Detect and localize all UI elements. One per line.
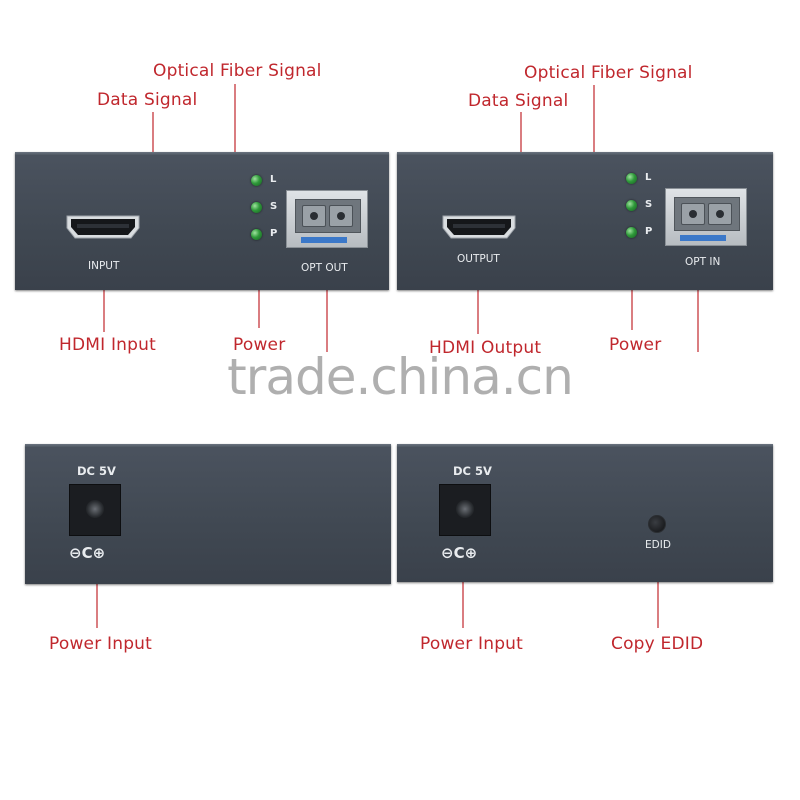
opt-in-label: OPT IN xyxy=(685,256,721,268)
edid-label: EDID xyxy=(645,539,671,551)
led-s-label: S xyxy=(270,201,278,212)
callout-hdmi-input: HDMI Input xyxy=(59,335,156,355)
callout-power-right: Power xyxy=(609,335,662,355)
led-l-label: L xyxy=(270,174,277,185)
sfp-cage xyxy=(674,197,740,231)
fiber-port-right xyxy=(329,205,353,227)
callout-data-signal-left: Data Signal xyxy=(97,90,198,110)
led-s-label: S xyxy=(645,199,653,210)
hdmi-input-port xyxy=(66,215,140,239)
sfp-opt-in-port xyxy=(665,188,747,246)
dc-5v-label: DC 5V xyxy=(77,464,116,478)
sfp-opt-out-port xyxy=(286,190,368,248)
led-s xyxy=(626,200,637,211)
callout-optical-fiber-signal-right: Optical Fiber Signal xyxy=(524,63,693,83)
callout-power-left: Power xyxy=(233,335,286,355)
sfp-blue-tab xyxy=(680,235,726,241)
polarity-symbol: ⊖C⊕ xyxy=(441,544,478,562)
panel-top-edge xyxy=(397,152,773,156)
led-p xyxy=(626,227,637,238)
receiver-back-panel: DC 5V ⊖C⊕ EDID xyxy=(397,444,773,582)
callout-data-signal-right: Data Signal xyxy=(468,91,569,111)
led-p xyxy=(251,229,262,240)
receiver-front-panel: OUTPUT L S P OPT IN xyxy=(397,152,773,290)
led-p-label: P xyxy=(270,228,278,239)
hdmi-output-port xyxy=(442,215,516,239)
callout-power-input-left: Power Input xyxy=(49,634,153,654)
dc-power-jack xyxy=(69,484,121,536)
hdmi-output-label: OUTPUT xyxy=(457,253,500,265)
dc-5v-label: DC 5V xyxy=(453,464,492,478)
panel-top-edge xyxy=(397,444,773,448)
led-l xyxy=(626,173,637,184)
edid-button xyxy=(648,515,666,533)
led-l xyxy=(251,175,262,186)
callout-copy-edid: Copy EDID xyxy=(611,634,704,654)
dc-power-jack xyxy=(439,484,491,536)
sfp-blue-tab xyxy=(301,237,347,243)
panel-top-edge xyxy=(15,152,389,156)
polarity-symbol: ⊖C⊕ xyxy=(69,544,106,562)
transmitter-front-panel: INPUT L S P OPT OUT xyxy=(15,152,389,290)
led-p-label: P xyxy=(645,226,653,237)
callout-hdmi-output: HDMI Output xyxy=(429,338,542,358)
fiber-port-right xyxy=(708,203,732,225)
watermark: trade.china.cn xyxy=(227,348,574,406)
transmitter-back-panel: DC 5V ⊖C⊕ xyxy=(25,444,391,584)
fiber-port-left xyxy=(302,205,326,227)
callout-power-input-right: Power Input xyxy=(420,634,524,654)
led-s xyxy=(251,202,262,213)
panel-top-edge xyxy=(25,444,391,448)
sfp-cage xyxy=(295,199,361,233)
fiber-port-left xyxy=(681,203,705,225)
led-l-label: L xyxy=(645,172,652,183)
opt-out-label: OPT OUT xyxy=(301,262,348,274)
hdmi-input-label: INPUT xyxy=(88,260,120,272)
callout-optical-fiber-signal-left: Optical Fiber Signal xyxy=(153,61,322,81)
